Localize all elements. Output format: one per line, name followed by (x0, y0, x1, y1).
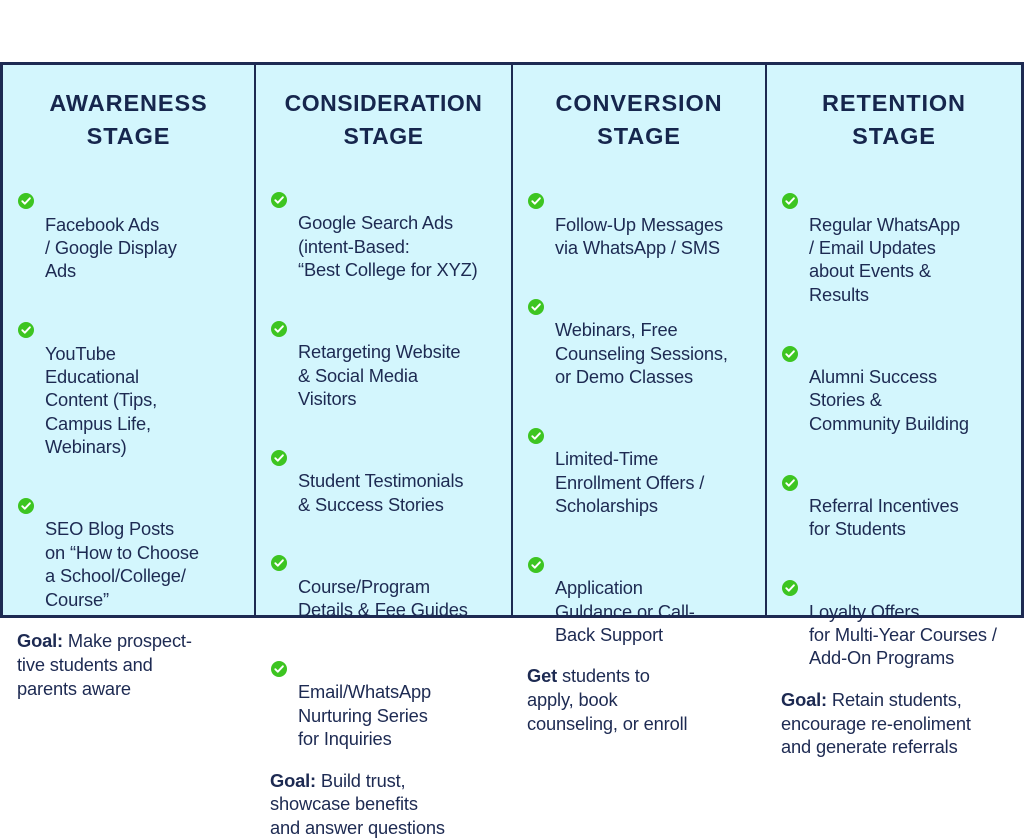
tactic-label: Email/WhatsApp Nurturing Series for Inqu… (298, 681, 432, 750)
stage-title-retention: RETENTION STAGE (822, 90, 966, 150)
tactic-label: Course/Program Details & Fee Guides (298, 575, 468, 621)
tactic-list-awareness: Facebook Ads / Google Display Ads YouTub… (17, 166, 240, 623)
tactic-list-retention: Regular WhatsApp / Email Updates about E… (781, 166, 1007, 682)
tactic-item: Referral Incentives for Students (781, 447, 1007, 541)
check-circle-icon (18, 475, 34, 514)
tactic-label: YouTube Educational Content (Tips, Campu… (45, 342, 158, 458)
tactic-item: Facebook Ads / Google Display Ads (17, 166, 240, 283)
tactic-label: Alumni Success Stories & Community Build… (809, 365, 969, 434)
goal-lead-label: Get (527, 665, 558, 687)
stage-goal-retention: Goal: Retain students, encourage re-enol… (781, 688, 1007, 759)
tactic-item: Email/WhatsApp Nurturing Series for Inqu… (270, 634, 497, 751)
tactic-item: Google Search Ads (intent-Based: “Best C… (270, 164, 497, 281)
tactic-item: YouTube Educational Content (Tips, Campu… (17, 295, 240, 459)
tactic-label: Loyalty Offers for Multi-Year Courses / … (809, 600, 997, 669)
check-circle-icon (271, 638, 287, 678)
tactic-list-conversion: Follow-Up Messages via WhatsApp / SMS We… (527, 166, 751, 659)
goal-lead-label: Goal: (17, 630, 63, 652)
stage-column-consideration: CONSIDERATION STAGE Google Search Ads (i… (256, 65, 513, 838)
goal-lead-label: Goal: (781, 688, 827, 710)
check-circle-icon (271, 426, 287, 466)
tactic-label: Student Testimonials & Success Stories (298, 470, 464, 515)
tactic-item: Regular WhatsApp / Email Updates about E… (781, 166, 1007, 306)
tactic-list-consideration: Google Search Ads (intent-Based: “Best C… (270, 164, 497, 762)
check-circle-icon (528, 533, 544, 573)
tactic-item: Alumni Success Stories & Community Build… (781, 318, 1007, 435)
stage-goal-consideration: Goal: Build trust, showcase benefits and… (270, 769, 497, 840)
check-circle-icon (782, 557, 798, 597)
check-circle-icon (528, 275, 544, 315)
tactic-item: Student Testimonials & Success Stories (270, 422, 497, 516)
tactic-label: Referral Incentives for Students (809, 495, 959, 540)
check-circle-icon (271, 297, 287, 337)
stage-goal-conversion: Get students to apply, book counseling, … (527, 664, 751, 735)
tactic-item: SEO Blog Posts on “How to Choose a Schoo… (17, 471, 240, 611)
check-circle-icon (18, 170, 34, 210)
tactic-label: Limited-Time Enrollment Offers / Scholar… (555, 448, 705, 516)
tactic-label: Facebook Ads / Google Display Ads (45, 213, 177, 282)
check-circle-icon (782, 322, 798, 362)
check-circle-icon (271, 532, 287, 572)
stage-title-consideration: CONSIDERATION STAGE (284, 90, 483, 149)
check-circle-icon (271, 168, 287, 208)
tactic-label: Follow-Up Messages via WhatsApp / SMS (555, 213, 723, 258)
stage-title-conversion: CONVERSION STAGE (555, 90, 723, 150)
tactic-item: Retargeting Website & Social Media Visit… (270, 293, 497, 410)
check-circle-icon (528, 404, 544, 444)
stage-column-awareness: AWARENESS STAGE Facebook Ads / Google Di… (0, 65, 256, 699)
goal-lead-label: Goal: (270, 769, 316, 791)
tactic-label: Regular WhatsApp / Email Updates about E… (809, 213, 961, 305)
check-circle-icon (782, 170, 798, 210)
check-circle-icon (782, 451, 798, 491)
check-circle-icon (18, 299, 34, 339)
tactic-label: Google Search Ads (intent-Based: “Best C… (298, 212, 478, 280)
tactic-item: Webinars, Free Counseling Sessions, or D… (527, 271, 751, 388)
tactic-label: Application Guldance or Call- Back Suppo… (555, 577, 695, 646)
tactic-label: SEO Blog Posts on “How to Choose a Schoo… (45, 518, 199, 610)
tactic-label: Webinars, Free Counseling Sessions, or D… (555, 319, 728, 387)
stage-column-conversion: CONVERSION STAGE Follow-Up Messages via … (513, 65, 767, 734)
stage-goal-awareness: Goal: Make prospect- tive students and p… (17, 629, 240, 700)
tactic-item: Application Guldance or Call- Back Suppo… (527, 529, 751, 646)
tactic-label: Retargeting Website & Social Media Visit… (298, 341, 461, 409)
tactic-item: Limited-Time Enrollment Offers / Scholar… (527, 400, 751, 517)
infographic-canvas: AWARENESS STAGE Facebook Ads / Google Di… (0, 62, 1024, 839)
stage-column-retention: RETENTION STAGE Regular WhatsApp / Email… (767, 65, 1024, 757)
tactic-item: Follow-Up Messages via WhatsApp / SMS (527, 166, 751, 260)
tactic-item: Loyalty Offers for Multi-Year Courses / … (781, 553, 1007, 670)
check-circle-icon (528, 170, 544, 210)
marketing-funnel-table: AWARENESS STAGE Facebook Ads / Google Di… (0, 62, 1024, 838)
tactic-item: Course/Program Details & Fee Guides (270, 528, 497, 622)
stage-title-awareness: AWARENESS STAGE (49, 90, 208, 150)
